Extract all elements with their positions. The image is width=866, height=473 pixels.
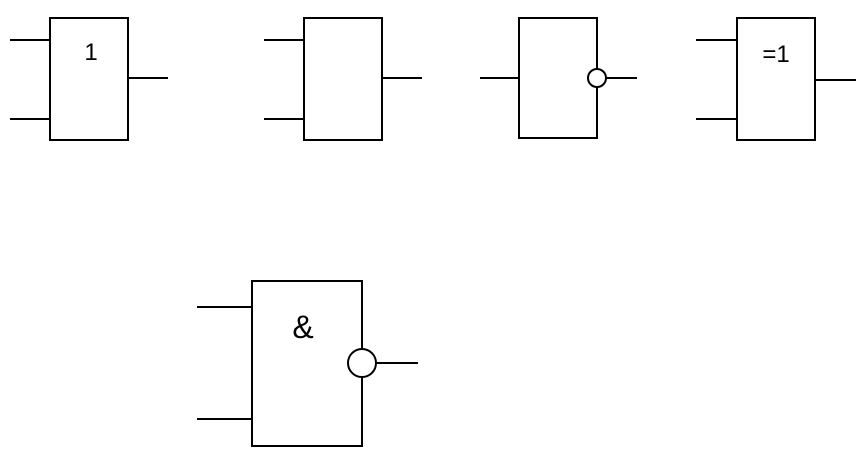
- gate-or-body: [49, 17, 129, 141]
- gate-blank-body: [303, 17, 383, 141]
- gate-nand-label: &: [292, 309, 313, 345]
- gate-nand-body: [251, 280, 363, 447]
- gate-nand-inversion-bubble: [347, 348, 377, 378]
- gate-nand: &: [197, 280, 418, 447]
- gate-blank: [264, 17, 422, 141]
- gate-not: [480, 17, 637, 139]
- gate-not-body: [518, 17, 598, 139]
- gate-not-inversion-bubble: [587, 68, 607, 88]
- gate-or: 1: [10, 17, 168, 141]
- gate-xor: =1: [696, 17, 856, 141]
- gate-xor-body: [736, 17, 816, 141]
- gate-or-label: 1: [84, 39, 97, 66]
- gate-xor-label: =1: [762, 41, 789, 68]
